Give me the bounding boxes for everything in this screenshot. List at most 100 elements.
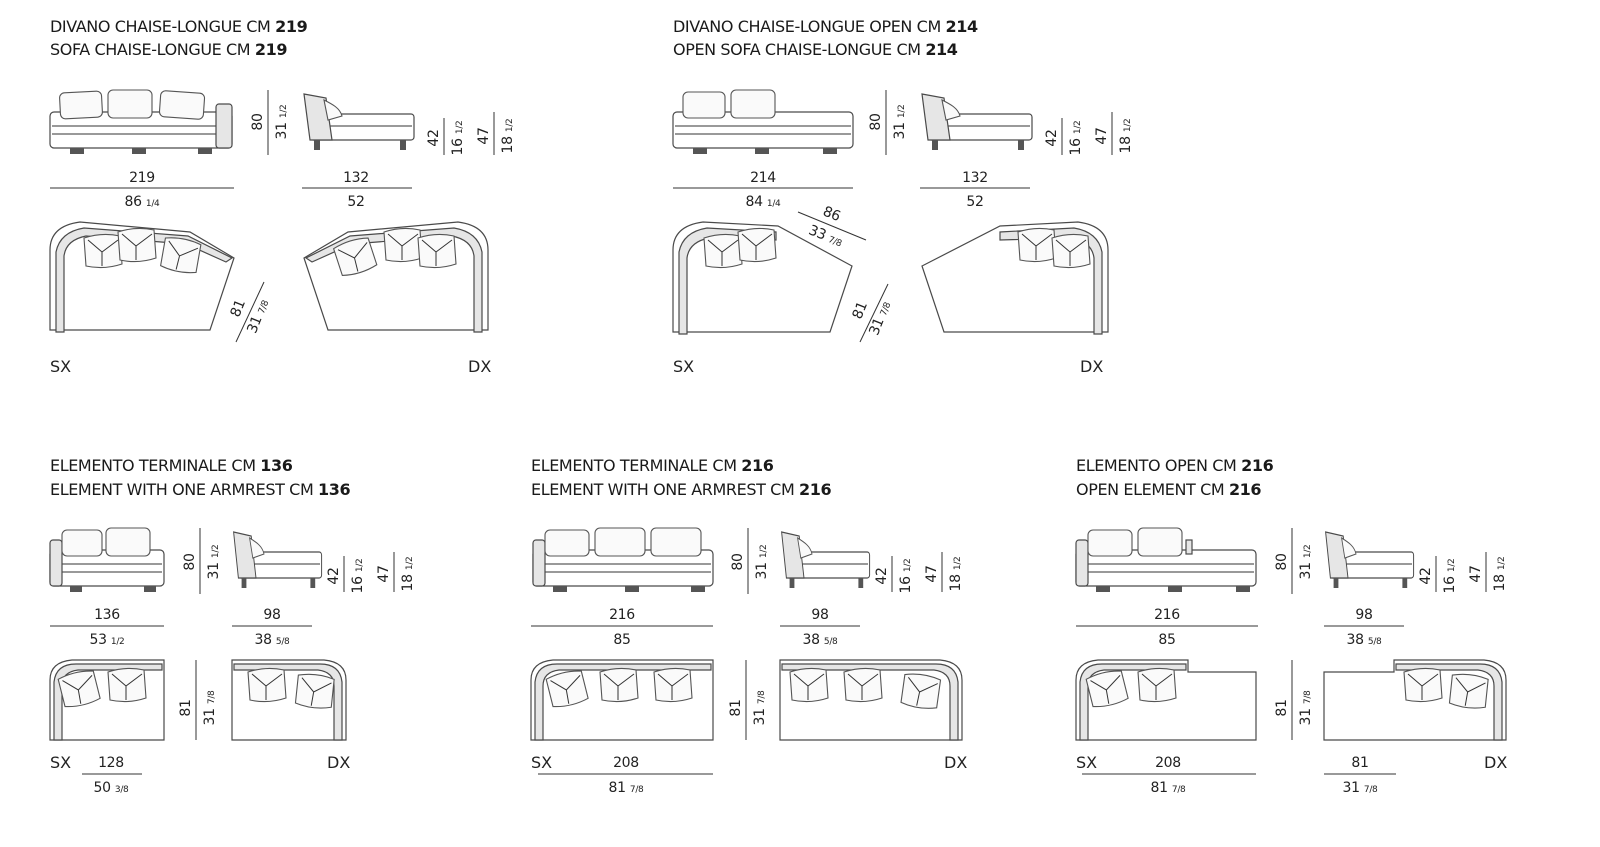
diagonal-cm: 86 — [821, 204, 843, 225]
seat-height-in: 16 1/2 — [898, 559, 914, 594]
plan-view-dx — [921, 221, 1109, 335]
arm-height-in: 18 1/2 — [948, 557, 964, 592]
plan-depth-cm: 81 — [228, 298, 249, 320]
height-in: 31 1/2 — [754, 545, 770, 580]
arm-height-in: 18 1/2 — [500, 119, 516, 154]
section-title-it: ELEMENTO TERMINALE CM 216 — [531, 456, 774, 475]
plan-width-in: 50 3/8 — [94, 780, 130, 796]
height-cm: 80 — [182, 553, 198, 570]
section-title-it: ELEMENTO TERMINALE CM 136 — [50, 456, 293, 475]
arm-height-cm: 47 — [1468, 565, 1484, 582]
plan-depth-in: 31 7/8 — [202, 690, 218, 726]
section-title-it: ELEMENTO OPEN CM 216 — [1076, 456, 1274, 475]
plan-depth-cm: 81 — [850, 300, 871, 322]
front-width-in: 53 1/2 — [90, 632, 125, 648]
seat-height-cm: 42 — [326, 567, 342, 584]
side-view-drawing — [921, 93, 1033, 151]
side-depth-in: 38 5/8 — [255, 632, 291, 648]
plan-width-in: 81 7/8 — [1151, 780, 1187, 796]
height-cm: 80 — [250, 113, 266, 130]
height-cm: 80 — [1274, 553, 1290, 570]
seat-height-cm: 42 — [1418, 567, 1434, 584]
side-depth-cm: 98 — [811, 607, 828, 623]
seat-height-cm: 42 — [426, 129, 442, 146]
side-label-sx: SX — [50, 357, 71, 376]
section-title-en: OPEN SOFA CHAISE-LONGUE CM 214 — [673, 40, 958, 59]
plan-view-sx — [672, 221, 853, 335]
seat-height-in: 16 1/2 — [1442, 559, 1458, 594]
arm-height-cm: 47 — [924, 565, 940, 582]
plan-depth-cm: 81 — [728, 699, 744, 716]
plan-width-cm: 128 — [98, 755, 124, 771]
arm-height-cm: 47 — [476, 127, 492, 144]
seat-height-in: 16 1/2 — [350, 559, 366, 594]
plan-view-dx — [231, 659, 347, 741]
section-sofa-chaise-longue: DIVANO CHAISE-LONGUE CM 219 SOFA CHAISE-… — [49, 17, 516, 376]
front-width-cm: 219 — [129, 170, 155, 186]
side-depth-in: 52 — [347, 194, 364, 210]
plan-depth-in: 31 7/8 — [244, 297, 272, 336]
height-in: 31 1/2 — [1298, 545, 1314, 580]
side-view-drawing — [233, 531, 323, 589]
section-open-element-216: ELEMENTO OPEN CM 216 OPEN ELEMENT CM 216… — [1075, 456, 1508, 796]
height-in: 31 1/2 — [206, 545, 222, 580]
section-element-armrest-136: ELEMENTO TERMINALE CM 136 ELEMENT WITH O… — [49, 456, 416, 796]
section-title-en: ELEMENT WITH ONE ARMREST CM 216 — [531, 480, 832, 499]
side-view-drawing — [303, 93, 415, 151]
plan-view-dx — [779, 659, 963, 741]
side-view-drawing — [780, 531, 871, 589]
plan-view-sx — [530, 659, 714, 741]
section-element-armrest-216: ELEMENTO TERMINALE CM 216 ELEMENT WITH O… — [530, 456, 967, 796]
plan-width-cm: 208 — [1155, 755, 1181, 771]
front-width-in: 84 1/4 — [746, 194, 782, 210]
section-open-sofa-chaise-longue: DIVANO CHAISE-LONGUE OPEN CM 214 OPEN SO… — [672, 17, 1134, 376]
side-depth-cm: 132 — [962, 170, 988, 186]
side-depth-cm: 98 — [263, 607, 280, 623]
arm-height-cm: 47 — [376, 565, 392, 582]
side-depth-cm: 98 — [1355, 607, 1372, 623]
plan-depth-in: 31 7/8 — [866, 299, 894, 338]
front-view-drawing — [672, 89, 854, 154]
seat-height-cm: 42 — [1044, 129, 1060, 146]
plan-depth-in: 31 7/8 — [752, 690, 768, 726]
side-label-sx: SX — [531, 753, 552, 772]
height-in: 31 1/2 — [274, 105, 290, 140]
arm-height-in: 18 1/2 — [1492, 557, 1508, 592]
side-depth-cm: 132 — [343, 170, 369, 186]
section-title-en: OPEN ELEMENT CM 216 — [1076, 480, 1261, 499]
front-view-drawing — [532, 527, 714, 592]
section-title-it: DIVANO CHAISE-LONGUE CM 219 — [50, 17, 308, 36]
height-cm: 80 — [868, 113, 884, 130]
plan-width2-cm: 81 — [1351, 755, 1368, 771]
side-label-sx: SX — [1076, 753, 1097, 772]
seat-height-in: 16 1/2 — [1068, 121, 1084, 156]
front-width-cm: 216 — [609, 607, 635, 623]
plan-view-sx — [49, 659, 165, 741]
side-label-dx: DX — [1080, 357, 1103, 376]
height-cm: 80 — [730, 553, 746, 570]
arm-height-in: 18 1/2 — [400, 557, 416, 592]
plan-depth-cm: 81 — [178, 699, 194, 716]
seat-height-in: 16 1/2 — [450, 121, 466, 156]
front-width-in: 85 — [1158, 632, 1175, 648]
plan-view-dx — [1323, 659, 1507, 741]
plan-view-sx — [1075, 659, 1257, 741]
front-view-drawing — [49, 527, 165, 592]
side-label-dx: DX — [944, 753, 967, 772]
plan-width2-in: 31 7/8 — [1343, 780, 1379, 796]
section-title-it: DIVANO CHAISE-LONGUE OPEN CM 214 — [673, 17, 978, 36]
side-depth-in: 38 5/8 — [803, 632, 839, 648]
diagonal-in: 33 7/8 — [806, 222, 845, 250]
plan-depth-cm: 81 — [1274, 699, 1290, 716]
arm-height-cm: 47 — [1094, 127, 1110, 144]
height-in: 31 1/2 — [892, 105, 908, 140]
section-title-en: SOFA CHAISE-LONGUE CM 219 — [50, 40, 287, 59]
front-view-drawing — [49, 89, 233, 155]
side-label-dx: DX — [1484, 753, 1507, 772]
side-depth-in: 38 5/8 — [1347, 632, 1383, 648]
section-title-en: ELEMENT WITH ONE ARMREST CM 136 — [50, 480, 351, 499]
front-width-cm: 136 — [94, 607, 120, 623]
plan-width-cm: 208 — [613, 755, 639, 771]
front-width-in: 85 — [613, 632, 630, 648]
